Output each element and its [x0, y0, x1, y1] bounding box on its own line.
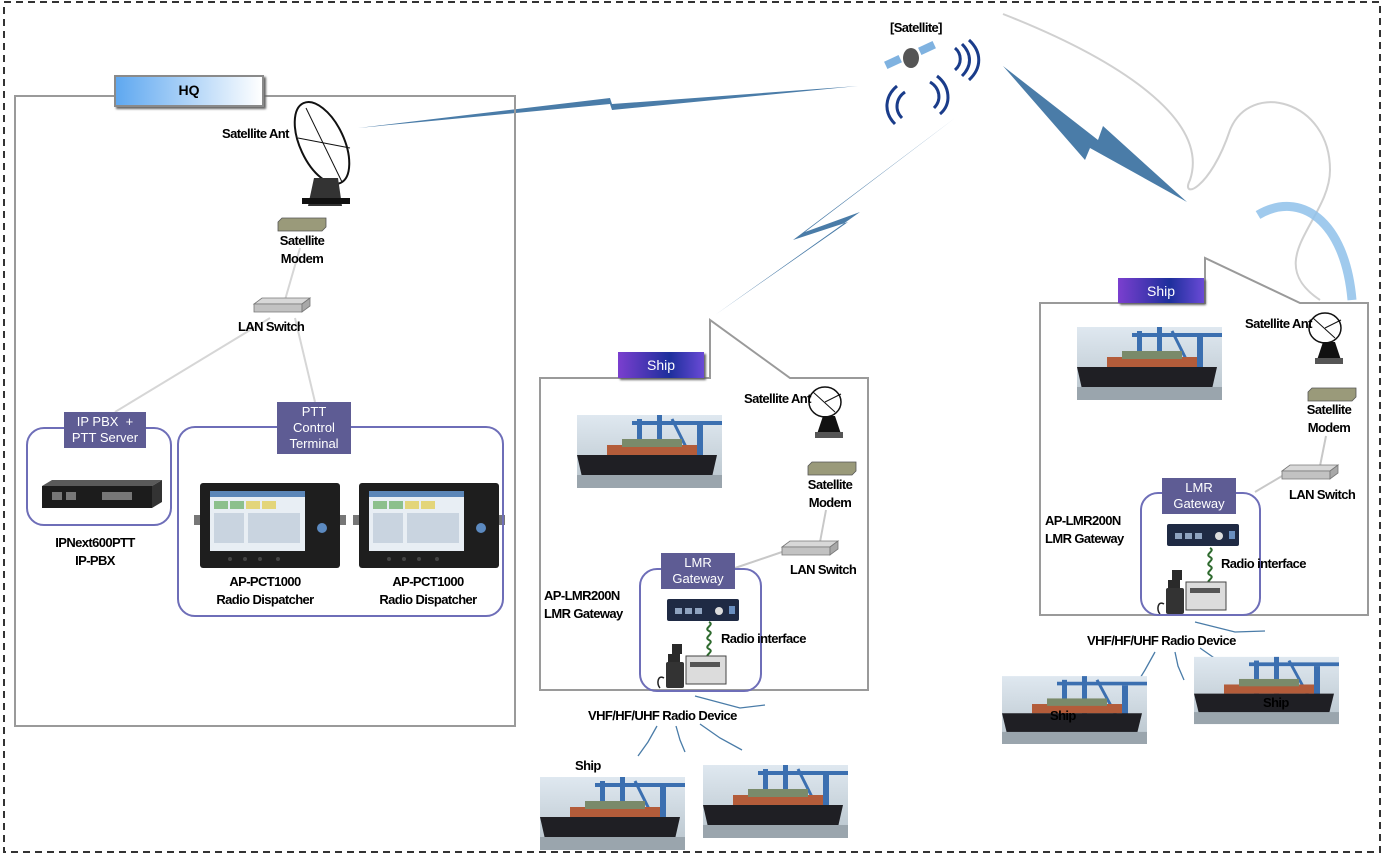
signal-curve [1002, 13, 1332, 301]
hq-satellite-antenna-icon [293, 101, 351, 206]
satellite-link-hq [358, 86, 858, 128]
hq-lan-switch-label: LAN Switch [238, 319, 305, 334]
hq-modem-icon [277, 217, 327, 232]
ship-middle-lan-switch-label: LAN Switch [790, 562, 857, 577]
ippbx-device-icon [42, 480, 162, 508]
ship-middle-satellite-ant-label: Satellite Ant [744, 391, 811, 406]
ship-middle-photo [575, 413, 724, 490]
ship-middle-lmr-tag: LMR Gateway [661, 553, 735, 589]
satellite-waves-icon [885, 38, 981, 126]
ship-right-radio-interface-label: Radio interface [1221, 556, 1307, 571]
satellite-link-ship-middle [715, 118, 955, 315]
hq-links [114, 247, 316, 413]
ship-middle-gateway-caption: AP-LMR200N LMR Gateway [544, 588, 623, 621]
satellite-link-ship-right [1003, 66, 1187, 202]
ship-right-lan-switch-label: LAN Switch [1289, 487, 1356, 502]
ship-middle-lan-switch-icon [781, 540, 839, 556]
ship-right-gateway-caption: AP-LMR200N LMR Gateway [1045, 513, 1124, 546]
signal-arc [1255, 201, 1357, 301]
ship-right-tag: Ship [1118, 278, 1204, 303]
ship-right-lan-switch-icon [1281, 464, 1339, 480]
ship-middle-tag: Ship [618, 352, 704, 378]
hq-satellite-ant-label: Satellite Ant [222, 126, 289, 141]
ptt-control-tag: PTT Control Terminal [277, 402, 351, 454]
outer-frame [3, 1, 1381, 853]
ship-middle-vessel-2-photo [701, 763, 850, 840]
ippbx-tag: IP PBX + PTT Server [64, 412, 146, 448]
ship-right-vessel-2-photo [1192, 654, 1341, 727]
hq-box [14, 95, 516, 727]
dispatcher-2-caption: AP-PCT1000 Radio Dispatcher [379, 574, 477, 607]
ship-right-modem-icon [1307, 387, 1357, 402]
satellite-label: [Satellite] [890, 20, 943, 35]
dispatcher-1-caption: AP-PCT1000 Radio Dispatcher [216, 574, 314, 607]
hq-modem-label: Satellite Modem [279, 233, 325, 266]
ship-right-vessel-1-label: Ship [1050, 708, 1076, 723]
ship-right-photo [1075, 325, 1224, 402]
ippbx-caption: IPNext600PTT IP-PBX [55, 535, 135, 568]
ship-middle-modem-label: Satellite Modem [807, 477, 853, 510]
hq-tag: HQ [114, 75, 264, 107]
satellite-icon [884, 40, 936, 70]
ship-middle-callout [539, 318, 869, 691]
ship-middle-radio-interface-label: Radio interface [721, 631, 807, 646]
ship-middle-modem-icon [807, 461, 857, 476]
ship-middle-vessel-label: Ship [575, 758, 601, 773]
ship-right-lmr-tag: LMR Gateway [1162, 478, 1236, 514]
ship-middle-vessel-1-photo [538, 775, 687, 852]
ship-right-vessel-2-label: Ship [1263, 695, 1289, 710]
ship-right-satellite-ant-label: Satellite Ant [1245, 316, 1312, 331]
ship-middle-radio-links [637, 695, 766, 757]
hq-lan-switch-icon [253, 297, 311, 313]
ship-right-radio-device-label: VHF/HF/UHF Radio Device [1087, 633, 1236, 648]
ship-right-modem-label: Satellite Modem [1306, 402, 1352, 435]
ship-middle-radio-device-label: VHF/HF/UHF Radio Device [588, 708, 737, 723]
